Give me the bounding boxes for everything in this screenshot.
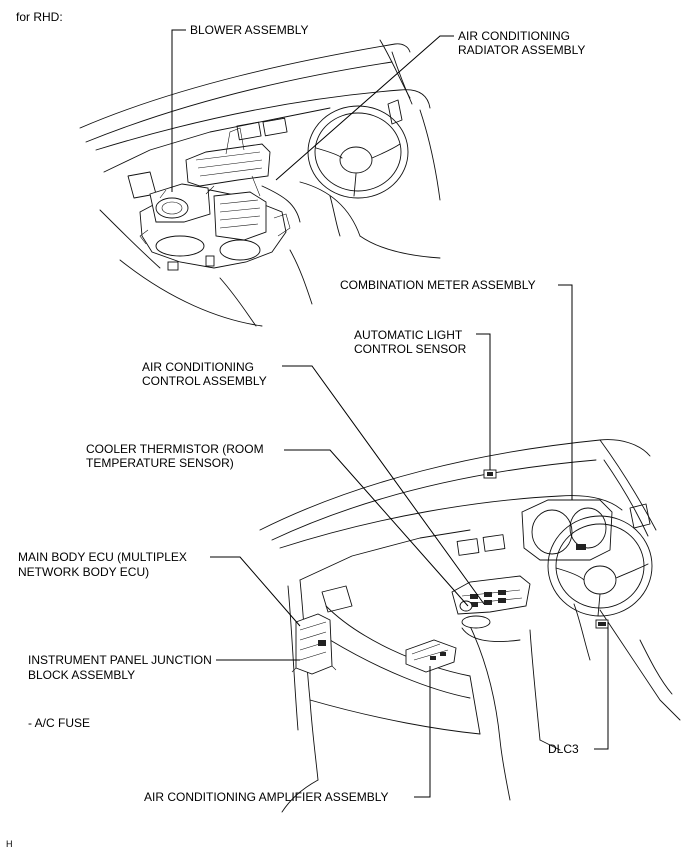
label-ac-fuse: - A/C FUSE [28, 716, 90, 730]
variant-label: for RHD: [16, 10, 63, 24]
label-ac-radiator-line2: RADIATOR ASSEMBLY [458, 43, 585, 57]
label-ip-junction-line2: BLOCK ASSEMBLY [28, 668, 135, 682]
label-cooler-thermistor-line2: TEMPERATURE SENSOR) [86, 456, 234, 470]
footer-code: H [6, 839, 13, 849]
label-ip-junction-line1: INSTRUMENT PANEL JUNCTION [28, 653, 212, 667]
leader-lines [171, 29, 609, 798]
label-cooler-thermistor-line1: COOLER THERMISTOR (ROOM [86, 442, 264, 456]
label-ac-amplifier: AIR CONDITIONING AMPLIFIER ASSEMBLY [144, 790, 389, 804]
top-dashboard-illustration [79, 39, 441, 327]
label-blower-assembly: BLOWER ASSEMBLY [190, 23, 308, 37]
label-auto-light-line2: CONTROL SENSOR [354, 342, 467, 356]
label-combination-meter: COMBINATION METER ASSEMBLY [340, 278, 536, 292]
label-ac-control-line2: CONTROL ASSEMBLY [142, 374, 267, 388]
label-ac-control-line1: AIR CONDITIONING [142, 360, 254, 374]
label-main-body-ecu-line2: NETWORK BODY ECU) [18, 565, 149, 579]
label-dlc3: DLC3 [548, 742, 579, 756]
labels: for RHD: BLOWER ASSEMBLY AIR CONDITIONIN… [6, 10, 585, 849]
label-auto-light-line1: AUTOMATIC LIGHT [354, 328, 463, 342]
label-ac-radiator-line1: AIR CONDITIONING [458, 29, 570, 43]
bottom-dashboard-illustration [259, 439, 681, 813]
label-main-body-ecu-line1: MAIN BODY ECU (MULTIPLEX [18, 550, 187, 564]
